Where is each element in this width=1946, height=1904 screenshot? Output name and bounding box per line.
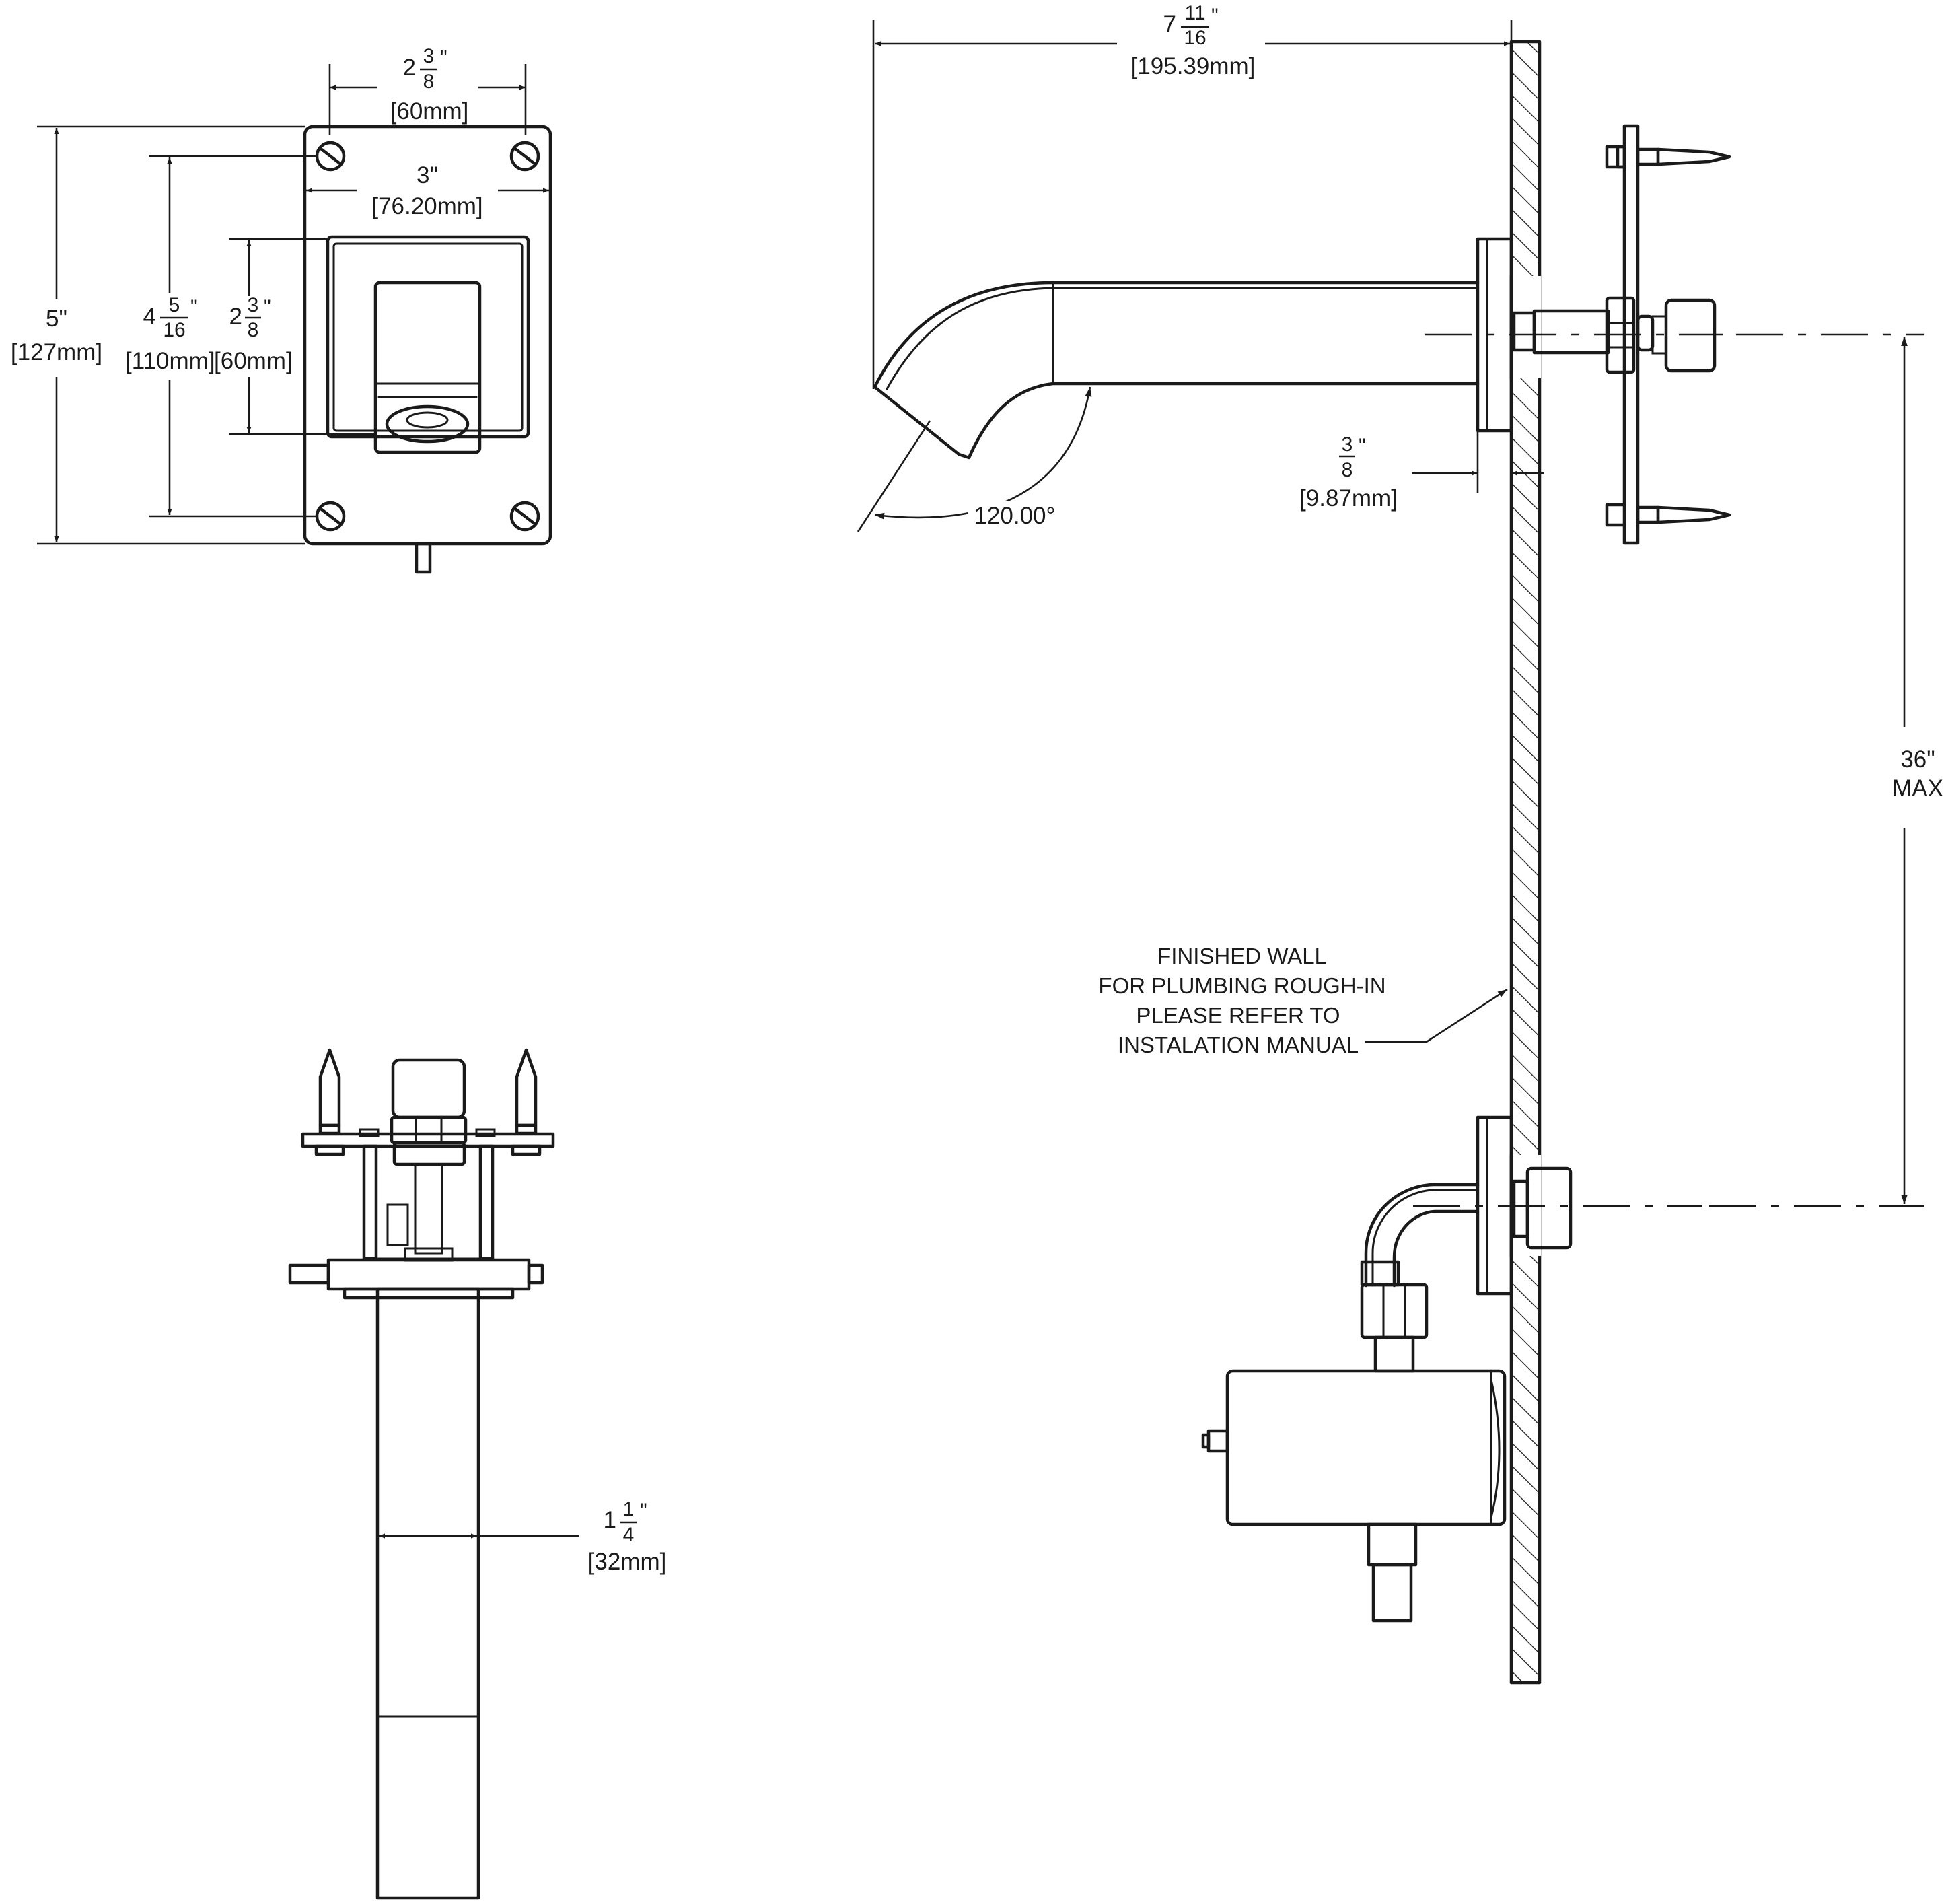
svg-text:": " [1211, 5, 1219, 27]
svg-text:FINISHED WALL: FINISHED WALL [1157, 944, 1327, 968]
dim-angle: 120.00° [974, 503, 1055, 529]
hex-nut [1360, 1283, 1429, 1339]
mounting-screw [315, 141, 346, 172]
dim-flange: 3 8 " [9.87mm] [1299, 433, 1398, 512]
sensor-housing-inner [332, 242, 524, 432]
dim-max-height: 36" MAX [1892, 746, 1943, 802]
outlet-thread [1371, 1563, 1413, 1623]
spout-body [375, 1287, 480, 1900]
svg-text:[60mm]: [60mm] [214, 348, 293, 374]
dim-overall-height: 5" [127mm] [11, 306, 102, 365]
threaded-connector [1532, 309, 1610, 355]
dim-spout-width: 1 1 4 " [32mm] [588, 1498, 667, 1575]
svg-text:[9.87mm]: [9.87mm] [1299, 485, 1398, 512]
hex-nut [390, 1115, 468, 1145]
svg-text:": " [640, 1500, 647, 1522]
wood-screw [1605, 145, 1731, 169]
aerator-icon [385, 404, 470, 444]
wood-screw [314, 1048, 345, 1156]
front-view: 2 3 8 " [60mm] 3" [76.20mm] 5" [127mm] 4 [11, 45, 552, 574]
svg-text:3: 3 [423, 45, 435, 67]
top-view: 1 1 4 " [32mm] [288, 1048, 667, 1900]
svg-text:7: 7 [1163, 11, 1176, 38]
side-view: 120.00° 7 11 16 " [195.39mm] 3 8 " [9.87… [857, 2, 1943, 1685]
svg-text:16: 16 [1184, 27, 1206, 49]
svg-text:2: 2 [403, 55, 416, 81]
svg-text:8: 8 [1342, 459, 1353, 481]
svg-text:PLEASE REFER TO: PLEASE REFER TO [1136, 1003, 1340, 1028]
svg-text:": " [264, 296, 271, 318]
svg-text:2: 2 [229, 304, 242, 330]
svg-text:5: 5 [169, 294, 180, 316]
svg-text:16: 16 [163, 319, 185, 341]
svg-text:11: 11 [1184, 2, 1205, 24]
svg-text:1: 1 [623, 1498, 635, 1520]
svg-text:4: 4 [623, 1524, 635, 1546]
svg-text:36": 36" [1900, 746, 1935, 773]
mounting-screw [509, 501, 540, 532]
svg-text:5": 5" [46, 306, 67, 332]
wall-plate [303, 125, 552, 546]
supply-fitting-thread [1525, 1166, 1573, 1250]
supply-fitting-thread [391, 1058, 466, 1119]
supply-fitting-thread [1664, 298, 1717, 373]
dim-projection: 7 11 16 " [195.39mm] [1131, 2, 1256, 79]
spout-front-face [373, 281, 482, 454]
svg-text:3: 3 [1342, 433, 1353, 456]
svg-text:3: 3 [248, 294, 259, 316]
svg-text:8: 8 [248, 319, 259, 341]
svg-text:1: 1 [604, 1507, 616, 1533]
svg-text:[32mm]: [32mm] [588, 1549, 667, 1575]
wall-note: FINISHED WALL FOR PLUMBING ROUGH-IN PLEA… [1098, 944, 1385, 1057]
sensor-housing-outer [326, 235, 530, 439]
svg-text:[195.39mm]: [195.39mm] [1131, 53, 1256, 79]
svg-text:8: 8 [423, 71, 435, 93]
svg-text:": " [440, 46, 447, 69]
svg-text:INSTALATION MANUAL: INSTALATION MANUAL [1118, 1032, 1359, 1057]
dim-sensor-height: 2 3 8 " [60mm] [214, 294, 293, 374]
svg-text:MAX: MAX [1892, 775, 1943, 802]
svg-text:3": 3" [417, 162, 438, 188]
svg-text:[110mm]: [110mm] [125, 348, 215, 374]
escutcheon-plate [326, 1258, 531, 1291]
svg-text:": " [1359, 435, 1366, 457]
svg-text:": " [190, 296, 198, 318]
mounting-screw [315, 501, 346, 532]
dim-inner-width: 3" [76.20mm] [371, 162, 482, 219]
svg-text:[127mm]: [127mm] [11, 339, 102, 365]
svg-text:FOR PLUMBING ROUGH-IN: FOR PLUMBING ROUGH-IN [1098, 973, 1385, 998]
dim-screw-spacing: 4 5 16 " [110mm] [125, 294, 215, 374]
leader-line [1365, 988, 1508, 1043]
svg-text:4: 4 [143, 304, 156, 330]
svg-text:[76.20mm]: [76.20mm] [371, 193, 482, 219]
solenoid-valve-box [1225, 1369, 1507, 1526]
wood-screw [1605, 503, 1731, 527]
pipe-stub [415, 542, 432, 574]
elbow-pipe [1364, 1183, 1480, 1288]
mounting-screw [509, 141, 540, 172]
wood-screw [511, 1048, 542, 1156]
svg-text:[60mm]: [60mm] [390, 98, 469, 125]
threaded-rod [414, 1163, 443, 1255]
mounting-bracket [301, 1132, 555, 1148]
dim-plate-width: 2 3 8 " [60mm] [390, 45, 469, 125]
